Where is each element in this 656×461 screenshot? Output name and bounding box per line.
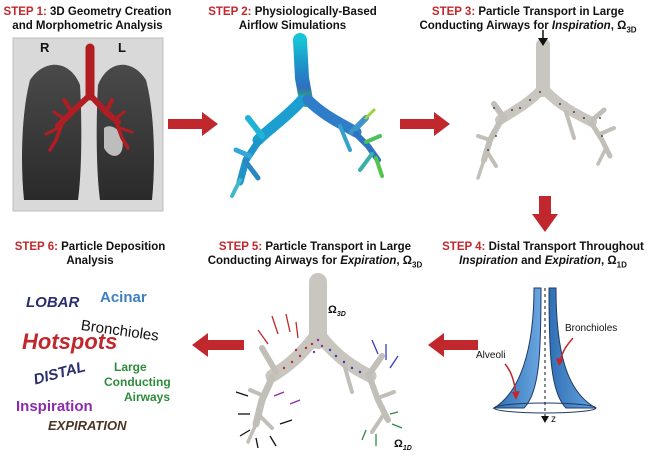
step1-line2: and Morphometric Analysis — [12, 20, 163, 32]
step3-line2-sub: 3D — [626, 25, 637, 35]
expiration-purple-arrows — [273, 391, 301, 405]
step4-title: STEP 4: Distal Transport Throughout Insp… — [428, 240, 656, 272]
arrow-step5-to-step6 — [192, 333, 244, 357]
arrow-step3-to-step4 — [532, 196, 558, 232]
ct-airway-tree — [44, 43, 134, 152]
step2-line1: Physiologically-Based — [254, 6, 377, 18]
word-inspiration: Inspiration — [16, 398, 93, 415]
ct-right-label: R — [40, 40, 50, 55]
arrow-step1-to-step2 — [168, 112, 218, 136]
step4-line1: Distal Transport Throughout — [488, 241, 644, 253]
step6-number: STEP 6: — [14, 241, 58, 253]
step2-title: STEP 2: Physiologically-Based Airflow Si… — [205, 5, 380, 33]
bronchioles-label: Bronchioles — [565, 323, 618, 334]
expiration-red-arrows — [257, 313, 299, 345]
flow-arrows — [168, 112, 558, 357]
step1-line1: 3D Geometry Creation — [50, 6, 172, 18]
trumpet-right-wall — [548, 287, 597, 409]
ct-heart-shadow — [104, 126, 123, 156]
step6-title: STEP 6: Particle Deposition Analysis — [5, 240, 175, 268]
trumpet-left-wall — [492, 287, 542, 409]
ct-frame — [12, 37, 164, 212]
word-acinar: Acinar — [100, 289, 147, 306]
omega-1d-subscript: 1D — [402, 445, 412, 453]
word-airways: Airways — [124, 390, 171, 404]
step6-line2: Analysis — [66, 255, 114, 267]
expiration-particles — [282, 338, 362, 374]
omega-1d-symbol: Ω — [394, 438, 403, 450]
step3-title: STEP 3: Particle Transport in Large Cond… — [400, 5, 656, 37]
expiration-blue-arrows — [371, 339, 399, 369]
expiration-particle-tree — [246, 273, 396, 444]
step4-line2-italic2: Expiration — [544, 255, 601, 267]
step5-number: STEP 5: — [218, 241, 263, 253]
step4-number: STEP 4: — [442, 241, 486, 253]
expiration-green-arrows — [361, 411, 403, 446]
word-large: Large — [114, 360, 147, 374]
word-lobar: LOBAR — [26, 294, 80, 311]
word-conducting: Conducting — [104, 375, 171, 389]
step4-line2-post: , Ω — [601, 255, 617, 267]
step3-line1: Particle Transport in Large — [478, 6, 625, 18]
alveoli-label: Alveoli — [476, 350, 506, 361]
omega-3d-symbol: Ω — [328, 304, 337, 316]
step3-line2-italic: Inspiration — [551, 20, 611, 32]
axis-z-label: z — [551, 414, 556, 425]
bronchioles-pointer-head — [556, 358, 564, 366]
step1-number: STEP 1: — [3, 6, 47, 18]
step4-line2-italic: Inspiration — [459, 255, 518, 267]
step2-number: STEP 2: — [208, 6, 252, 18]
word-hotspots: Hotspots — [22, 329, 118, 354]
arrow-step2-to-step3 — [400, 112, 450, 136]
step5-line2-italic: Expiration — [340, 255, 397, 267]
step5-line2-post: , Ω — [396, 255, 413, 267]
inspiration-particles — [487, 91, 603, 151]
inspiration-particle-tree — [476, 38, 616, 180]
step5-line2-sub: 3D — [412, 260, 423, 270]
distal-trumpet-model — [492, 287, 597, 423]
omega-1d-label: Ω1D — [394, 438, 412, 452]
alveoli-pointer-head — [512, 391, 520, 400]
step4-line2-sub: 1D — [616, 260, 627, 270]
inlet-arrow-head — [538, 38, 548, 46]
omega-3d-subscript: 3D — [336, 311, 346, 319]
step5-title: STEP 5: Particle Transport in Large Cond… — [195, 240, 435, 272]
ct-scan-image — [12, 37, 164, 212]
step3-line2-pre: Conducting Airways for — [419, 20, 552, 32]
step4-line2-mid: and — [517, 255, 545, 267]
step6-line1: Particle Deposition — [61, 241, 166, 253]
step2-line2: Airflow Simulations — [238, 20, 347, 32]
step1-title: STEP 1: 3D Geometry Creation and Morphom… — [0, 5, 175, 33]
omega-3d-label: Ω3D — [328, 304, 346, 318]
step5-line2-pre: Conducting Airways for — [207, 255, 341, 267]
step5-line1: Particle Transport in Large — [265, 241, 412, 253]
expiration-black-arrows — [235, 391, 293, 449]
arrow-step4-to-step5 — [428, 333, 478, 357]
step3-line2-post: , Ω — [610, 20, 627, 32]
step3-number: STEP 3: — [431, 6, 476, 18]
ct-left-label: L — [118, 40, 126, 55]
trumpet-axis-arrow — [541, 416, 549, 423]
word-expiration: EXPIRATION — [48, 418, 127, 433]
airflow-simulation-tree — [230, 33, 384, 198]
